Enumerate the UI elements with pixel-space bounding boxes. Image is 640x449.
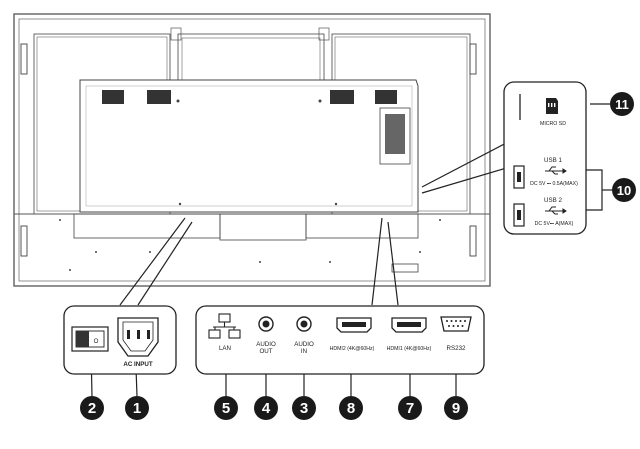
callout-audio-in: 3: [292, 396, 316, 420]
svg-text:4: 4: [262, 400, 271, 417]
callout-usb: 10: [612, 178, 636, 202]
rs232-port[interactable]: RS232: [440, 316, 472, 352]
ac-input-socket[interactable]: [117, 317, 159, 357]
callout-rs232: 9: [444, 396, 468, 420]
svg-text:1: 1: [133, 400, 141, 417]
callout-micro-sd: 11: [610, 92, 634, 116]
svg-text:8: 8: [347, 400, 355, 417]
usb1-rating: DC 5V ⎓ 0.5A(MAX): [530, 181, 578, 187]
micro-sd-icon: [546, 98, 558, 114]
svg-text:3: 3: [300, 400, 308, 417]
hdmi2-port[interactable]: HDMI2 (4K@60Hz): [330, 317, 375, 352]
tv-back-outline: [13, 13, 491, 287]
usb2-rating: DC 5V⎓ A(MAX): [535, 221, 574, 227]
usb1-port[interactable]: [513, 165, 525, 189]
svg-text:7: 7: [406, 400, 414, 417]
lan-icon: [208, 313, 241, 339]
callout-ac-input: 1: [125, 396, 149, 420]
svg-text:9: 9: [452, 400, 460, 417]
callout-hdmi1: 7: [398, 396, 422, 420]
hdmi1-label: HDMI1 (4K@60Hz): [387, 346, 432, 352]
svg-text:5: 5: [222, 400, 230, 417]
callout-audio-out: 4: [254, 396, 278, 420]
svg-text:11: 11: [615, 97, 629, 112]
usb2-icon: [545, 206, 567, 215]
usb2-port[interactable]: [513, 203, 525, 227]
side-panel: MICRO SD USB 1 DC 5V ⎓ 0.5A(MAX) USB 2 D…: [503, 81, 587, 235]
callout-lan: 5: [214, 396, 238, 420]
svg-text:10: 10: [617, 183, 631, 198]
callout-hdmi2: 8: [339, 396, 363, 420]
lan-label: LAN: [219, 345, 231, 352]
usb1-label: USB 1: [544, 157, 562, 164]
ac-input-label: AC INPUT: [123, 361, 152, 368]
hdmi1-port[interactable]: HDMI1 (4K@60Hz): [387, 317, 432, 352]
micro-sd-label: MICRO SD: [540, 121, 566, 127]
callout-badges: 2 1 5 4 3 8 7 9: [80, 92, 636, 420]
svg-text:O: O: [94, 338, 99, 345]
usb2-label: USB 2: [544, 197, 562, 204]
hdmi2-label: HDMI2 (4K@60Hz): [330, 346, 375, 352]
svg-text:2: 2: [88, 400, 96, 417]
power-switch[interactable]: O: [71, 326, 109, 352]
rs232-label: RS232: [447, 345, 466, 352]
lan-port[interactable]: LAN: [219, 345, 231, 352]
callout-power-switch: 2: [80, 396, 104, 420]
usb1-icon: [545, 166, 567, 175]
power-panel: O AC INPUT: [63, 305, 177, 375]
